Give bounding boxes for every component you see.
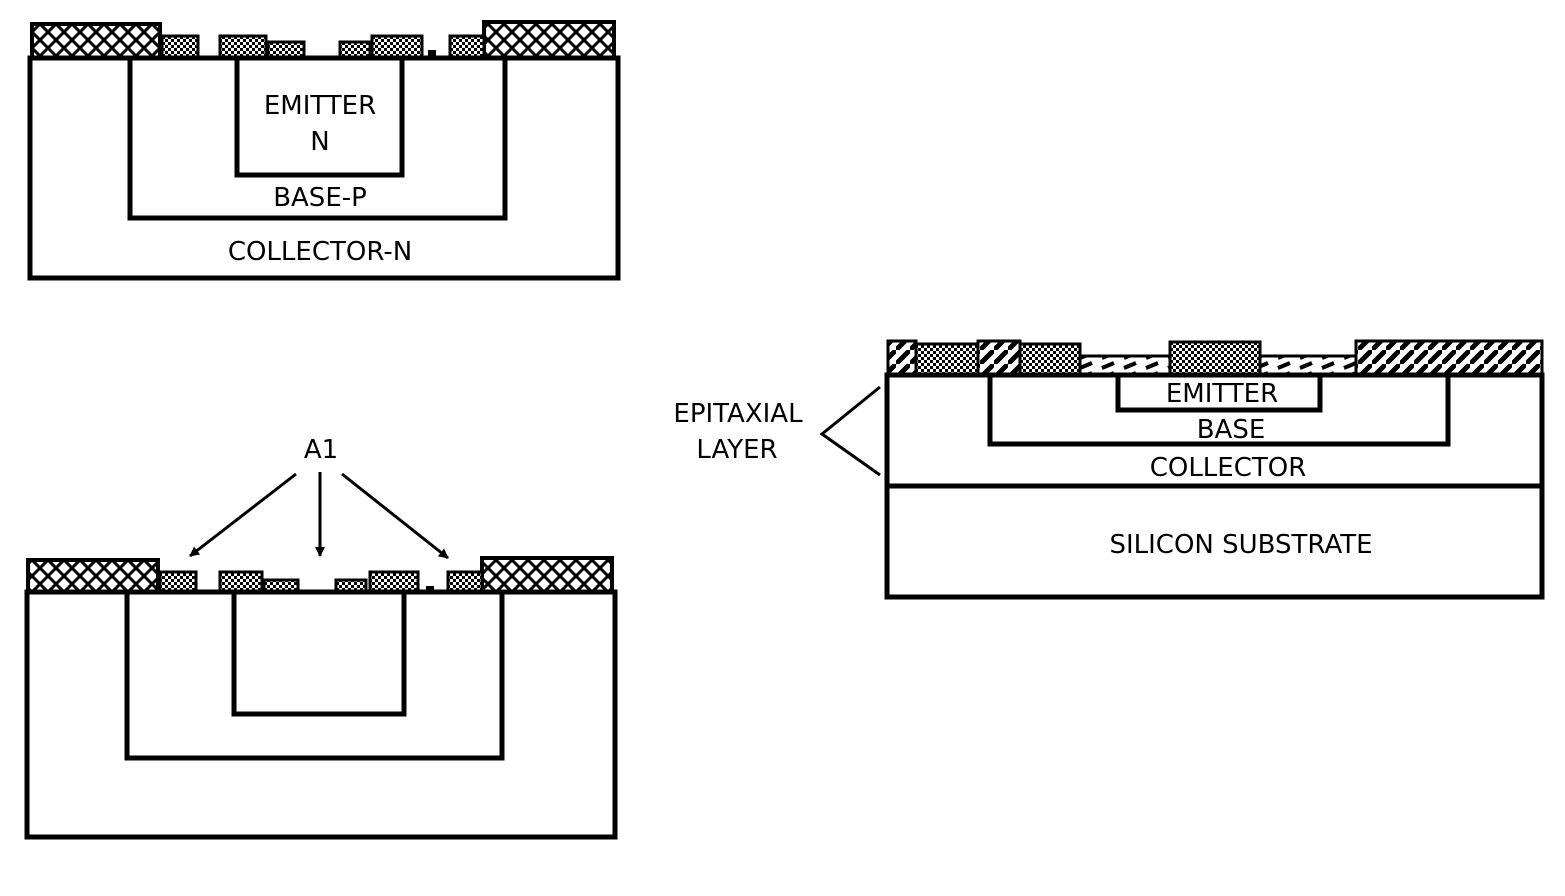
surface-layer-right-diag [1354, 339, 1544, 377]
surface-layer-thin-left [1078, 354, 1172, 377]
base-region [127, 58, 508, 221]
contact-arrow-right [341, 472, 449, 560]
base-region [124, 592, 505, 761]
emitter-region [231, 592, 407, 717]
oxide-layer-left [26, 558, 160, 596]
oxide-fragments [160, 34, 486, 60]
emitter-region [234, 58, 405, 178]
collector-label: COLLECTOR-N [228, 237, 412, 267]
figure-3-epitaxial-transistor: EMITTER BASE COLLECTOR SILICON SUBSTRATE… [673, 339, 1545, 600]
surface-layer-left-diag [886, 339, 918, 377]
surface-layer-left-diag-2 [976, 339, 1022, 377]
contact-arrow-left [189, 472, 297, 558]
surface-layer-thin-right [1258, 354, 1358, 377]
emitter-label: EMITTER [264, 91, 376, 121]
figure-1-npn-cross-section: EMITTER N BASE-P COLLECTOR-N [27, 20, 621, 281]
oxide-layer-left [30, 22, 162, 60]
emitter-region [1115, 375, 1323, 413]
epitaxial-label-line-2: LAYER [696, 435, 777, 465]
emitter-label: EMITTER [1166, 379, 1278, 409]
epitaxial-label-line-1: EPITAXIAL [673, 399, 803, 429]
collector-label: COLLECTOR [1150, 453, 1307, 483]
oxide-layer-right [482, 20, 616, 60]
substrate-label: SILICON SUBSTRATE [1109, 530, 1372, 560]
emitter-type-label: N [310, 127, 329, 157]
base-region [987, 375, 1451, 447]
base-label: BASE [1197, 415, 1266, 445]
emitter-contact [1168, 340, 1262, 377]
surface-layer-left-check [914, 342, 980, 377]
epitaxial-bracket [819, 385, 881, 477]
figure-2-metal-contacts: A1 [24, 435, 618, 840]
base-label: BASE-P [273, 183, 367, 213]
contact-label: A1 [304, 435, 338, 465]
oxide-layer-right [480, 556, 614, 596]
surface-layer-left-check-2 [1018, 342, 1082, 377]
